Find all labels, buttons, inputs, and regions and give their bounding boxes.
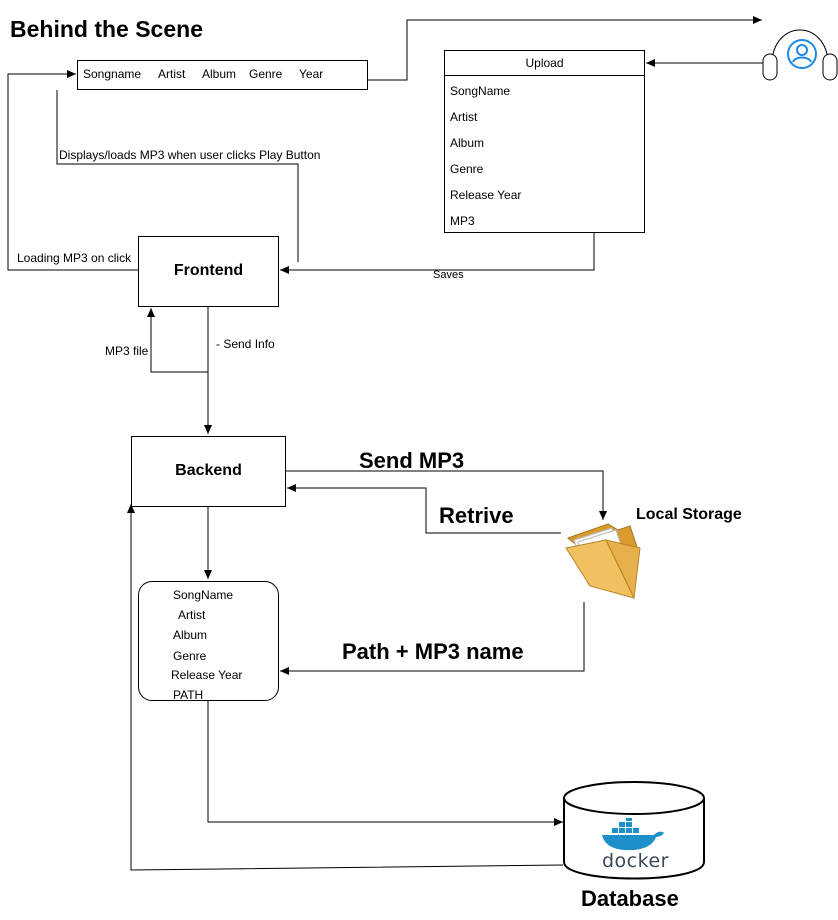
- arrow-frontend-to-navbar: [7, 70, 138, 271]
- arrow-database-to-backend: [127, 504, 564, 871]
- upload-field-songname[interactable]: SongName: [450, 84, 511, 98]
- arrow-mp3-file-to-frontend: [147, 308, 208, 373]
- page-title: Behind the Scene: [10, 16, 203, 42]
- user-headphones-icon: [762, 29, 838, 81]
- nav-item-genre[interactable]: Genre: [249, 67, 283, 81]
- record-field-path: PATH: [173, 688, 204, 702]
- local-storage-label: Local Storage: [636, 506, 742, 523]
- docker-whale-icon: [602, 818, 664, 851]
- upload-field-mp3[interactable]: MP3: [450, 214, 475, 228]
- docker-logo-text: docker: [602, 850, 669, 872]
- arrow-storage-to-backend: [287, 484, 561, 534]
- arrow-navbar-to-user: [368, 16, 762, 81]
- upload-field-artist[interactable]: Artist: [450, 110, 478, 124]
- label-send-info: - Send Info: [216, 337, 275, 351]
- label-loading: Loading MP3 on click: [17, 251, 132, 265]
- record-field-songname: SongName: [173, 588, 234, 602]
- arrow-record-to-database: [207, 701, 563, 826]
- upload-field-genre[interactable]: Genre: [450, 162, 484, 176]
- label-path-mp3: Path + MP3 name: [342, 639, 524, 664]
- label-saves: Saves: [433, 269, 464, 281]
- upload-header: Upload: [525, 56, 564, 70]
- backend-label: Backend: [175, 462, 242, 479]
- nav-item-songname[interactable]: Songname: [83, 67, 142, 81]
- arrow-backend-to-storage: [286, 470, 607, 520]
- navbar-box: [77, 60, 368, 90]
- upload-field-album[interactable]: Album: [450, 136, 485, 150]
- frontend-box: [138, 236, 279, 307]
- record-field-release-year: Release Year: [171, 668, 243, 682]
- record-field-artist: Artist: [178, 608, 206, 622]
- arrow-upload-to-frontend: [280, 233, 595, 274]
- record-field-album: Album: [173, 628, 208, 642]
- nav-item-artist[interactable]: Artist: [158, 67, 186, 81]
- upload-field-release-year[interactable]: Release Year: [450, 188, 522, 202]
- backend-box: [131, 436, 286, 507]
- upload-form: [444, 50, 645, 233]
- record-box: [138, 581, 279, 701]
- record-field-genre: Genre: [173, 649, 207, 663]
- label-retrive: Retrive: [439, 503, 514, 528]
- folder-icon: [565, 523, 641, 600]
- frontend-label: Frontend: [173, 262, 244, 279]
- arrow-storage-to-record: [280, 602, 585, 675]
- label-displays: Displays/loads MP3 when user clicks Play…: [59, 148, 321, 162]
- nav-item-year[interactable]: Year: [299, 67, 324, 81]
- label-mp3-file: MP3 file: [105, 344, 149, 358]
- database-label: Database: [581, 886, 679, 911]
- upload-header-divider: [444, 75, 645, 76]
- label-send-mp3: Send MP3: [359, 448, 465, 473]
- line-displays: [56, 90, 299, 262]
- nav-item-album[interactable]: Album: [202, 67, 237, 81]
